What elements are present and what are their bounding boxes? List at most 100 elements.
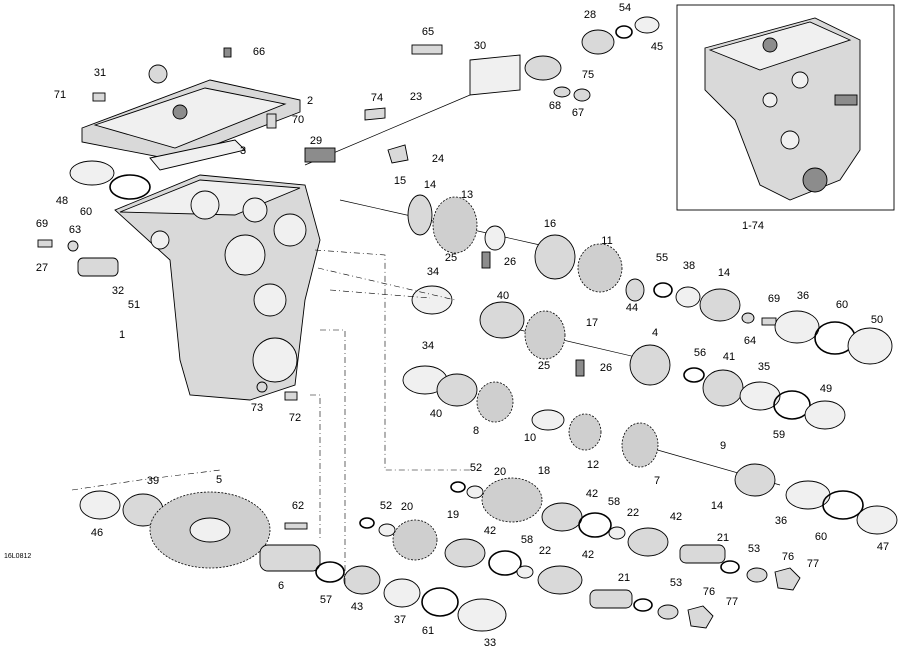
ring-52-lower (359, 517, 375, 529)
nut-74 (364, 107, 386, 121)
callout-3: 3 (239, 145, 247, 157)
callout-76-lower: 76 (702, 586, 716, 598)
inset-frame (676, 4, 895, 211)
callout-44: 44 (625, 302, 639, 314)
callout-13: 13 (460, 189, 474, 201)
seal-37 (383, 578, 421, 608)
callout-11: 11 (601, 235, 613, 247)
bolt-72 (284, 391, 298, 401)
callout-20-upper: 20 (493, 466, 507, 478)
bracket-30 (469, 54, 521, 96)
bolt-69 (37, 239, 53, 248)
ring-52-upper (450, 481, 466, 493)
gear-8 (476, 381, 514, 423)
nut-67 (573, 88, 591, 102)
needle-bearing-44 (625, 278, 645, 302)
callout-43: 43 (350, 601, 364, 613)
o-ring-53-upper (720, 560, 740, 574)
callout-22-lower: 22 (538, 545, 552, 557)
bearing-40-upper (479, 301, 525, 339)
callout-14-top: 14 (423, 179, 437, 191)
ring-56 (683, 367, 705, 383)
callout-5: 5 (215, 474, 223, 486)
spring-25-upper (481, 251, 491, 269)
callout-40-upper: 40 (496, 290, 510, 302)
callout-36-lower: 36 (774, 515, 788, 527)
sleeve-4 (629, 344, 671, 386)
callout-24: 24 (431, 153, 445, 165)
nut-77-lower (687, 605, 714, 629)
callout-72: 72 (288, 412, 302, 424)
callout-65: 65 (421, 26, 435, 38)
ring-57 (315, 561, 345, 583)
bolt-70 (266, 113, 277, 129)
cap-49 (804, 400, 846, 430)
washer-38 (675, 286, 701, 308)
seal-36-upper (774, 310, 820, 344)
callout-46: 46 (90, 527, 104, 539)
callout-42-a: 42 (585, 488, 599, 500)
assembled-gearbox-illustration (704, 17, 861, 201)
shaft-6 (259, 544, 321, 572)
callout-60-lower: 60 (814, 531, 828, 543)
callout-12: 12 (586, 459, 600, 471)
callout-34-upper: 34 (426, 266, 440, 278)
alignment-lines (71, 249, 470, 585)
gear-12 (568, 413, 602, 451)
washer-73 (256, 381, 268, 393)
seal-35 (739, 381, 781, 411)
bearing-43 (343, 565, 381, 595)
washer-63 (67, 240, 79, 252)
callout-48: 48 (55, 195, 69, 207)
spring-29 (304, 147, 336, 163)
callout-41: 41 (722, 351, 736, 363)
ring-58-upper (578, 512, 612, 538)
callout-67: 67 (571, 107, 585, 119)
callout-32: 32 (111, 285, 125, 297)
callout-26-upper: 26 (503, 256, 517, 268)
circlip-61 (421, 587, 459, 617)
circlip-59 (773, 390, 811, 420)
callout-74: 74 (370, 92, 384, 104)
callout-22-upper: 22 (626, 507, 640, 519)
callout-4: 4 (651, 327, 659, 339)
callout-16: 16 (543, 218, 557, 230)
callout-76-upper: 76 (781, 551, 795, 563)
o-ring-53-lower (633, 598, 653, 612)
screw-66 (223, 47, 232, 58)
countershaft-17 (519, 310, 641, 360)
plug-31 (148, 64, 168, 84)
callout-45: 45 (650, 41, 664, 53)
callout-70: 70 (291, 114, 305, 126)
washer-20-upper (466, 485, 484, 499)
callout-61: 61 (421, 625, 435, 637)
nut-77-upper (774, 567, 801, 591)
bearing-14-lower (734, 463, 776, 497)
ring-55 (653, 282, 673, 298)
callout-50: 50 (870, 314, 884, 326)
callout-42-d: 42 (581, 549, 595, 561)
callout-69-right: 69 (767, 293, 781, 305)
callout-14-right: 14 (717, 267, 731, 279)
callout-47: 47 (876, 541, 890, 553)
callout-21-lower: 21 (617, 572, 631, 584)
callout-59: 59 (772, 429, 786, 441)
callout-77-lower: 77 (725, 596, 739, 608)
callout-58-upper: 58 (607, 496, 621, 508)
callout-28: 28 (583, 9, 597, 21)
callout-19: 19 (446, 509, 460, 521)
cap-50 (847, 327, 893, 365)
callout-54: 54 (618, 2, 632, 14)
callout-52-upper: 52 (469, 462, 483, 474)
seal-46 (79, 490, 121, 520)
washer-76-lower (657, 604, 679, 620)
bearing-41 (702, 369, 744, 407)
shaft-21-lower (589, 589, 633, 609)
callout-33: 33 (483, 637, 497, 649)
callout-31: 31 (93, 67, 107, 79)
bearing-42-d (537, 565, 583, 595)
callout-25-upper: 25 (444, 252, 458, 264)
callout-29: 29 (309, 135, 323, 147)
callout-30: 30 (473, 40, 487, 52)
